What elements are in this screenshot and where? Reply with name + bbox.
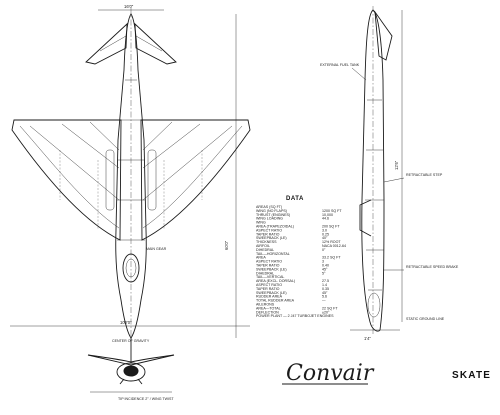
plan-left-wing — [11, 119, 122, 241]
side-callout-brake: RETRACTABLE SPEED BRAKE — [406, 265, 459, 269]
data-row-label: DIHEDRAL — [256, 248, 274, 252]
data-row-label: TOTAL RUDDER AREA — [256, 299, 295, 303]
data-row-label: TAPER RATIO — [256, 287, 280, 291]
data-row-value: 0.25 — [322, 232, 329, 236]
data-row-label: THRUST (ENGINES) — [256, 213, 290, 217]
title-block: Convair SKATE — [282, 361, 491, 386]
data-row-label: TAPER RATIO — [256, 232, 280, 236]
data-row-label: SWEEPBACK (LE) — [256, 267, 287, 271]
project-name: SKATE — [452, 370, 491, 381]
data-row-value: 0° — [322, 248, 326, 252]
data-heading: DATA — [286, 196, 304, 202]
data-row-value: 3.0 — [322, 228, 327, 232]
data-row-label: SWEEPBACK (LE) — [256, 236, 287, 240]
data-row-label: AREA — [256, 256, 266, 260]
data-row-value: 1.4 — [322, 283, 327, 287]
data-rows: AREAS (SQ FT)WING (NO FLAPS) 1200 SQ FT TH… — [256, 205, 346, 318]
data-row-label: WING — [256, 221, 266, 225]
front-view-note: TIP INCIDENCE 2° / WING TWIST — [118, 397, 174, 401]
data-row-value: 44.6 — [322, 217, 329, 221]
plan-view: 100'0" 16'0" 60'0" MAIN GEAR CENTER OF G… — [10, 4, 251, 343]
side-callout-step: RETRACTABLE STEP — [406, 173, 443, 177]
side-callout-ground: STATIC GROUND LINE — [406, 317, 445, 321]
side-height-dimension: 12'6" — [394, 160, 399, 170]
data-row-label: SWEEPBACK (LE) — [256, 291, 287, 295]
plan-horizontal-tail — [85, 22, 177, 65]
data-table: DATA AREAS (SQ FT)WING (NO FLAPS) 1200 SQ… — [256, 196, 346, 318]
data-row-value: 5.6 — [322, 295, 327, 299]
front-intake — [123, 365, 139, 377]
data-row-label: TAIL—HORIZONTAL — [256, 252, 290, 256]
data-row-value: 0.35 — [322, 287, 329, 291]
data-row-value: — — [322, 299, 326, 303]
data-row-value: 45° — [322, 267, 328, 271]
data-row-label: AILERONS — [256, 303, 275, 307]
side-fin — [374, 10, 393, 61]
data-row-value: 0.40 — [322, 264, 329, 268]
side-view: 12'6" 1'4" EXTERNAL FUEL TANK RETRACTABL… — [320, 6, 459, 341]
data-row-value: 27.5 — [322, 279, 329, 283]
main-gear-note: MAIN GEAR — [146, 247, 167, 251]
data-row-label: AREA—TOTAL — [256, 306, 281, 310]
data-row-label: RUDDER AREA — [256, 295, 283, 299]
data-row-label: WING (NO FLAPS) — [256, 209, 287, 213]
side-wheel-dimension: 1'4" — [364, 336, 371, 341]
data-row-label: ASPECT RATIO — [256, 283, 282, 287]
side-callout-top: EXTERNAL FUEL TANK — [320, 63, 360, 67]
data-row-value: 10,000 — [322, 213, 333, 217]
data-row-value: 5° — [322, 271, 326, 275]
data-row-value: 3 — [322, 260, 324, 264]
brand-logo: Convair — [286, 361, 375, 386]
data-row-label: AREA (TRAPEZOIDAL) — [256, 225, 294, 229]
data-row-value: 12% ROOT — [322, 240, 341, 244]
tailspan-dimension: 16'0" — [124, 4, 134, 9]
data-row-value: 33.2 SQ FT — [322, 256, 341, 260]
front-view: TIP INCIDENCE 2° / WING TWIST — [87, 338, 174, 401]
data-row-label: AIRFOIL — [256, 244, 270, 248]
data-row-value: NACA 0012-64 — [322, 244, 346, 248]
data-row-label: AREA (EXCL. DORSAL) — [256, 279, 295, 283]
data-row-value: 22 SQ FT — [322, 306, 338, 310]
length-dimension: 60'0" — [224, 240, 229, 250]
data-row-label: TAPER RATIO — [256, 264, 280, 268]
data-row-value: 1200 SQ FT — [322, 209, 342, 213]
data-row-label: DEFLECTION — [256, 310, 279, 314]
data-row-label: DIHEDRAL — [256, 271, 274, 275]
data-row-value: 200 SQ FT — [322, 225, 340, 229]
data-row-label: TAIL—VERTICAL — [256, 275, 284, 279]
data-row-label: ASPECT RATIO — [256, 260, 282, 264]
wingspan-dimension: 100'0" — [120, 320, 132, 325]
data-row-value: 45° — [322, 291, 328, 295]
data-row-value: 40° — [322, 236, 328, 240]
data-row-label: WING LOADING — [256, 217, 283, 221]
data-row-label: THICKNESS — [256, 240, 277, 244]
data-row-value: ±20° — [322, 310, 330, 314]
data-row-label: POWER PLANT — 2 J47 TURBOJET ENGINES — [256, 314, 334, 318]
plan-right-wing — [140, 119, 251, 241]
data-row-label: ASPECT RATIO — [256, 228, 282, 232]
plan-canopy — [122, 253, 140, 283]
data-row-label: AREAS (SQ FT) — [256, 205, 282, 209]
